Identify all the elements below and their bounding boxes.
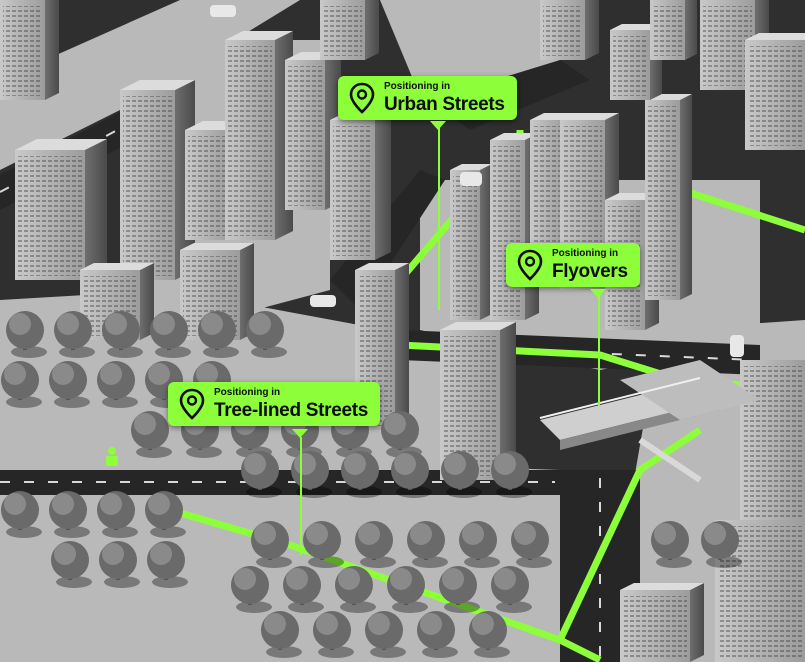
person-marker-icon [106,447,118,466]
building [330,112,391,260]
tree [49,361,90,408]
tree [341,451,382,498]
flyover-bridge [539,360,760,483]
tree [150,311,191,358]
tree [407,521,448,568]
building [450,164,492,320]
callout-tail [292,429,308,438]
callout-subtitle: Positioning in [552,248,619,259]
tree [251,521,292,568]
callout-subtitle: Positioning in [384,81,451,92]
tree [97,491,138,538]
tree [303,521,344,568]
tree [49,491,90,538]
tree [491,451,532,498]
callout-urban-streets: Positioning in Urban Streets [338,76,517,120]
building [645,94,692,300]
tree [651,521,692,568]
tree [283,566,324,613]
building [745,33,805,150]
tree [1,361,42,408]
tree [701,521,742,568]
building [540,0,599,60]
tree [54,311,95,358]
building [0,0,59,100]
tree [51,541,92,588]
building [225,31,293,240]
tree [459,521,500,568]
building [15,139,107,280]
callout-title: Urban Streets [384,94,505,115]
leader-line-flyovers [598,296,600,406]
tree [261,611,302,658]
tree [355,521,396,568]
tree [391,451,432,498]
tree [231,566,272,613]
tree [417,611,458,658]
tree [147,541,188,588]
tree [241,451,282,498]
callout-flyovers: Positioning in Flyovers [506,243,640,287]
callout-title: Tree-lined Streets [214,400,369,421]
tree [313,611,354,658]
tree [365,611,406,658]
building [610,24,662,100]
tree [335,566,376,613]
building [320,0,379,60]
building [650,0,697,60]
tree [439,566,480,613]
callout-tail [590,289,606,298]
tree [511,521,552,568]
tree [131,411,172,458]
leader-line-tree [300,437,302,555]
tree [145,491,186,538]
tree [1,491,42,538]
building [440,322,516,480]
location-pin-icon [349,82,375,114]
leader-line-urban [438,128,440,310]
location-pin-icon [517,249,543,281]
tree [491,566,532,613]
tree [97,361,138,408]
callout-tree-lined-streets: Positioning in Tree-lined Streets [168,382,381,426]
tree [198,311,239,358]
tree [6,311,47,358]
cars [210,5,744,357]
callout-title: Flyovers [552,261,628,282]
tree [99,541,140,588]
location-pin-icon [179,388,205,420]
callout-tail [430,121,446,130]
tree [441,451,482,498]
tree [387,566,428,613]
tree [102,311,143,358]
tree [246,311,287,358]
callout-subtitle: Positioning in [214,387,281,398]
building [620,583,704,662]
tree [469,611,510,658]
